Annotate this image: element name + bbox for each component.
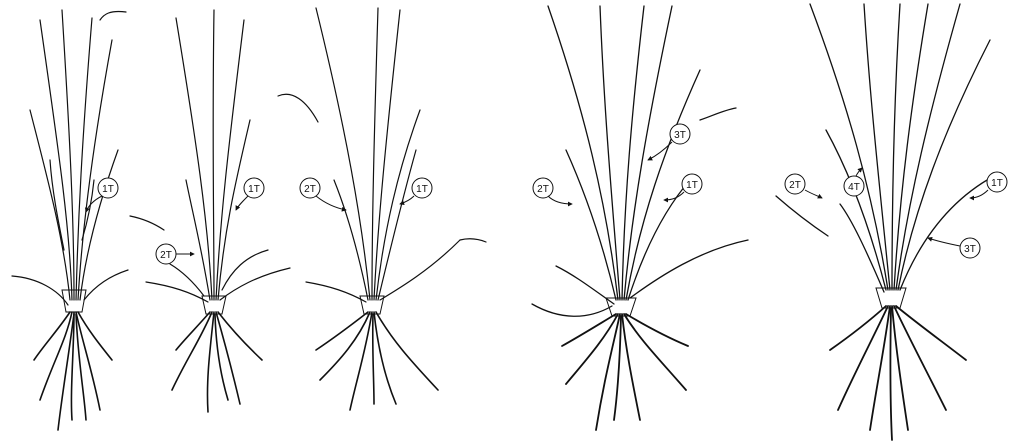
plant-1-roots: [34, 312, 112, 430]
plant-1: [12, 10, 128, 430]
svg-text:2T: 2T: [789, 180, 801, 191]
plant-2: [130, 10, 290, 412]
plant-1-leaves: [12, 10, 128, 305]
tiller-label: 1T: [86, 178, 118, 212]
plant-4-roots: [562, 314, 688, 430]
svg-text:1T: 1T: [991, 178, 1003, 189]
svg-text:4T: 4T: [848, 182, 860, 193]
plant-5-roots: [830, 306, 966, 440]
tiller-label: 1T: [664, 174, 702, 200]
tiller-label: 1T: [236, 178, 264, 210]
svg-text:1T: 1T: [416, 184, 428, 195]
tiller-label: 3T: [928, 238, 980, 258]
plant-3: [278, 8, 486, 410]
plant-2-roots: [172, 312, 262, 412]
svg-text:1T: 1T: [248, 184, 260, 195]
tiller-label: 2T: [156, 244, 194, 264]
plant-3-roots: [316, 312, 438, 410]
plant-2-leaves: [130, 10, 290, 302]
svg-text:2T: 2T: [160, 250, 172, 261]
tiller-label: 2T: [533, 178, 572, 204]
tiller-label: 1T: [970, 172, 1007, 198]
plant-3-leaves: [278, 8, 486, 302]
svg-text:3T: 3T: [674, 130, 686, 141]
plant-4-leaves: [532, 6, 748, 316]
plant-4: [532, 6, 748, 430]
tiller-label: 2T: [785, 174, 822, 198]
svg-text:2T: 2T: [537, 184, 549, 195]
svg-text:3T: 3T: [964, 244, 976, 255]
plant-5: [776, 4, 994, 440]
svg-text:1T: 1T: [686, 180, 698, 191]
tiller-label: 3T: [648, 124, 690, 160]
svg-text:2T: 2T: [304, 184, 316, 195]
plant-5-crown: [876, 288, 906, 308]
svg-text:1T: 1T: [102, 184, 114, 195]
